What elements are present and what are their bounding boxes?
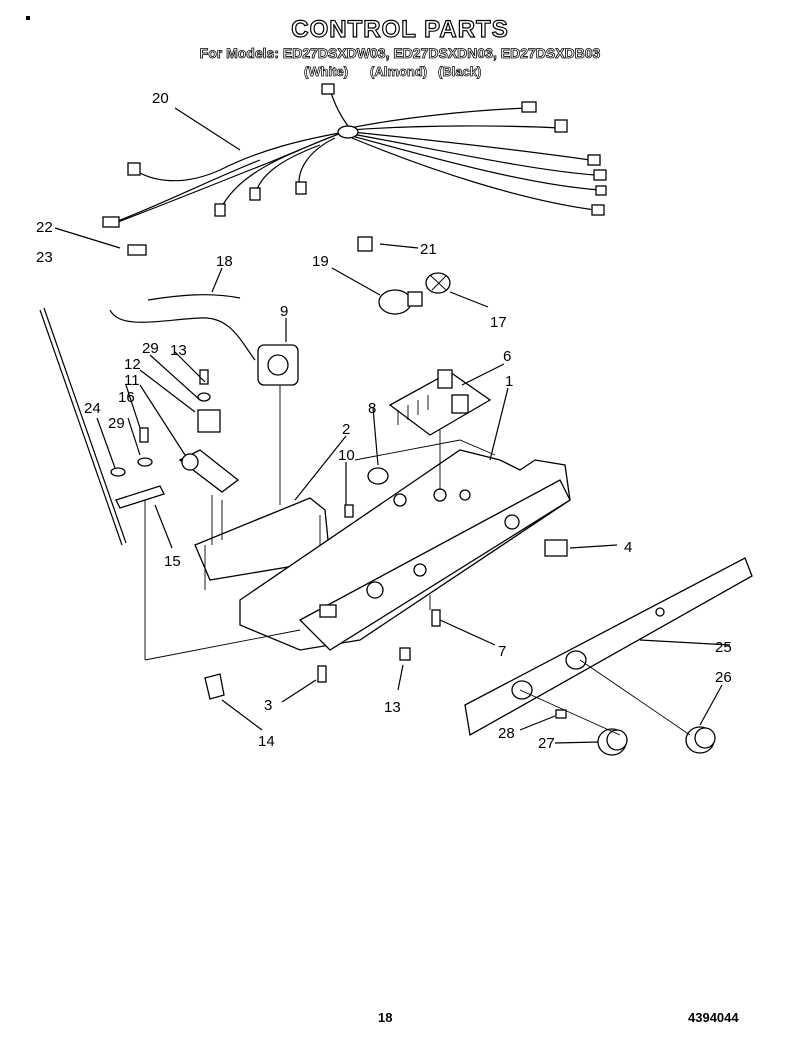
callout-26: 26: [715, 669, 732, 686]
callout-16: 16: [118, 389, 135, 406]
link-part: [115, 485, 165, 509]
sensor-wire: [109, 309, 256, 361]
tube-part: [147, 294, 241, 301]
callout-2: 2: [342, 421, 350, 438]
clip-part-28: [555, 709, 567, 719]
control-board: [388, 369, 492, 436]
screw-part-7: [431, 609, 441, 627]
callout-15: 15: [164, 553, 181, 570]
callout-7: 7: [498, 643, 506, 660]
screw-part-13b: [399, 647, 411, 661]
callout-20: 20: [152, 90, 169, 107]
callout-12: 12: [124, 356, 141, 373]
document-number: 4394044: [688, 1010, 739, 1025]
rod-part: [39, 307, 127, 546]
callout-18: 18: [216, 253, 233, 270]
bulb-socket: [425, 272, 451, 294]
callout-17: 17: [490, 314, 507, 331]
callout-3: 3: [264, 697, 272, 714]
callout-1: 1: [505, 373, 513, 390]
callout-6: 6: [503, 348, 511, 365]
control-knob-26: [685, 726, 716, 754]
callout-29b: 29: [108, 415, 125, 432]
callouts: 20 22 23 21 19 18 17 9 6 29 13 12 1 11 1…: [36, 90, 732, 752]
damper-control: [178, 449, 240, 493]
callout-13a: 13: [170, 342, 187, 359]
washer-part-29: [137, 457, 153, 467]
corner-mark: [26, 16, 30, 20]
callout-4: 4: [624, 539, 632, 556]
clip-part: [127, 244, 147, 256]
callout-10: 10: [338, 447, 355, 464]
control-housing: [239, 439, 571, 651]
callout-27: 27: [538, 735, 555, 752]
callout-9: 9: [280, 303, 288, 320]
screw-part-10: [344, 504, 354, 518]
wire-harness: [102, 83, 607, 228]
callout-21: 21: [420, 241, 437, 258]
callout-28: 28: [498, 725, 515, 742]
bracket-part: [197, 409, 221, 433]
callout-29a: 29: [142, 340, 159, 357]
callout-23: 23: [36, 249, 53, 266]
screw-part-16: [139, 427, 149, 443]
grommet-part: [367, 467, 389, 485]
page-title: CONTROL PARTS: [291, 15, 509, 43]
control-panel: [464, 557, 753, 737]
callout-14: 14: [258, 733, 275, 750]
washer-part-24: [110, 467, 126, 477]
model-list: For Models: ED27DSXDW03, ED27DSXDN03, ED…: [199, 45, 601, 62]
thermostat: [257, 344, 299, 386]
callout-22: 22: [36, 219, 53, 236]
callout-11: 11: [124, 372, 140, 389]
page-number: 18: [378, 1010, 393, 1025]
color-black: (Black): [438, 64, 482, 80]
screw-part: [199, 369, 209, 385]
callout-24: 24: [84, 400, 101, 417]
retainer-part: [357, 236, 373, 252]
screw-part-3: [317, 665, 327, 683]
color-white: (White): [304, 64, 349, 80]
callout-19: 19: [312, 253, 329, 270]
washer-part: [197, 392, 211, 402]
mounting-bracket: [194, 497, 331, 590]
color-almond: (Almond): [370, 64, 428, 80]
leader-lines: [54, 107, 731, 744]
clip-part-14: [204, 673, 225, 700]
switch-part: [544, 539, 568, 557]
callout-8: 8: [368, 400, 376, 417]
callout-25: 25: [715, 639, 732, 656]
control-knob-27: [597, 728, 628, 756]
callout-13b: 13: [384, 699, 401, 716]
light-bulb: [378, 289, 423, 315]
